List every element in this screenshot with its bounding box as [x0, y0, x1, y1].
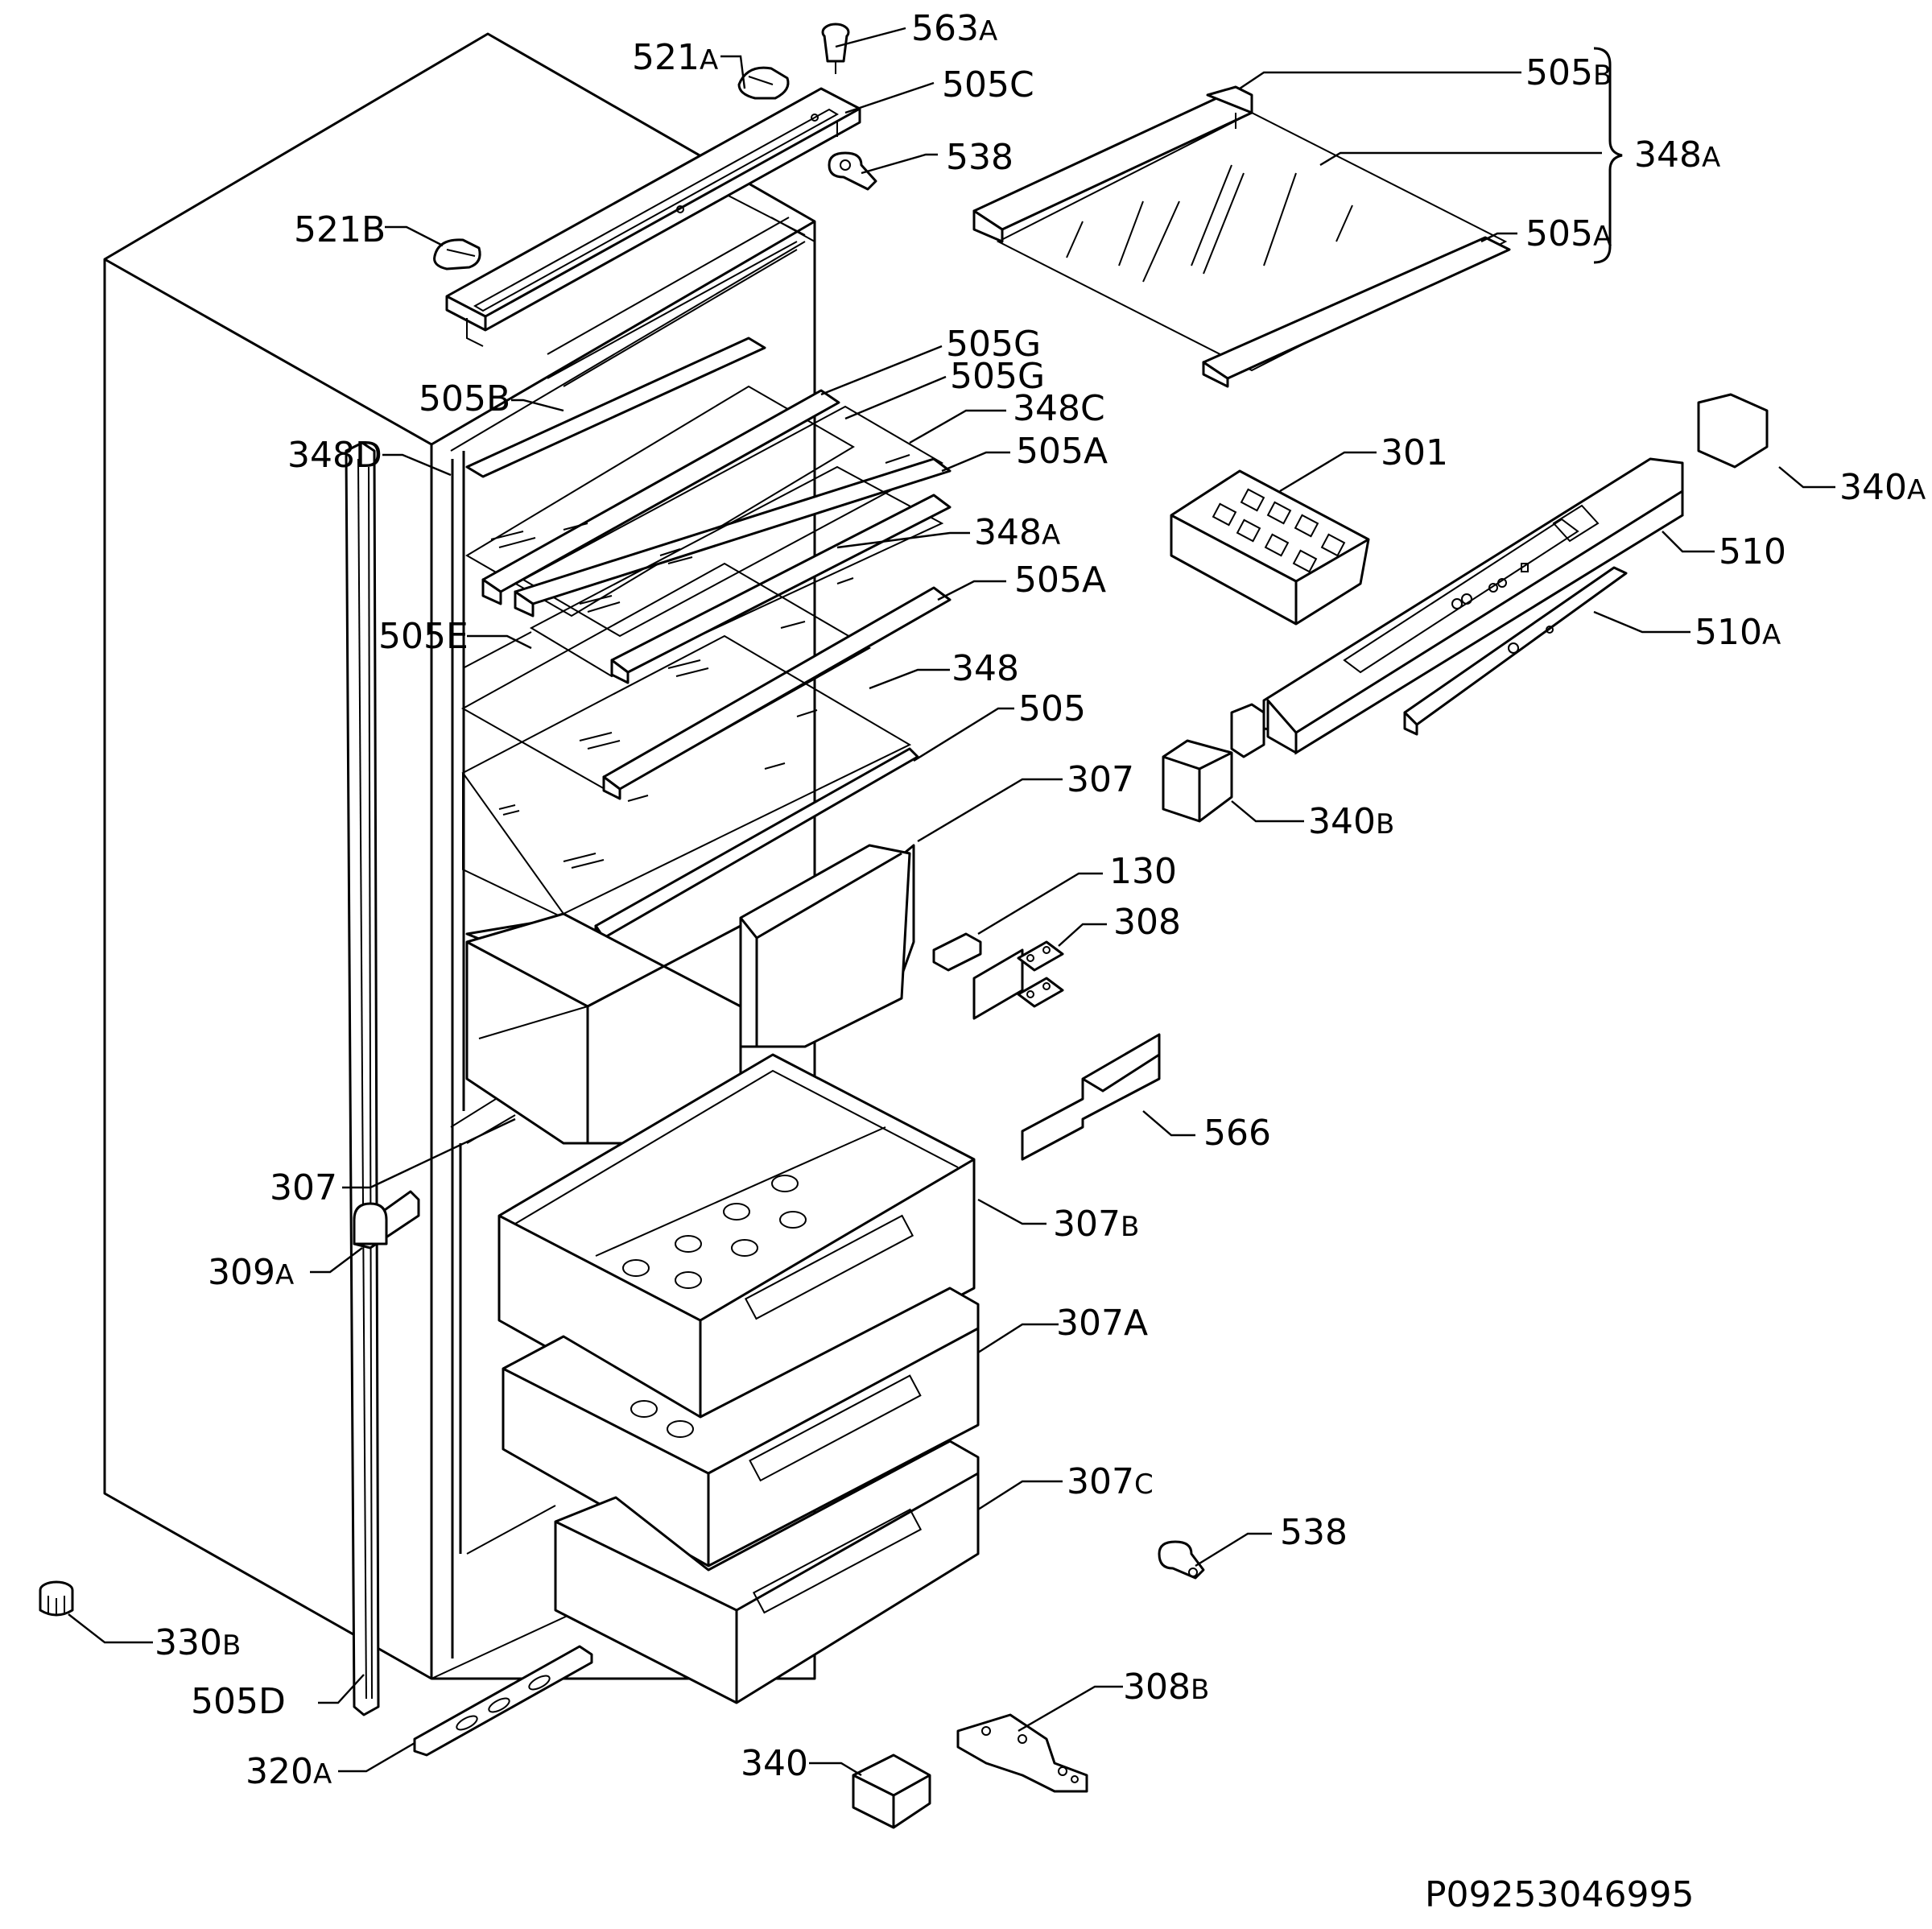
ice-tray-301	[1170, 469, 1370, 626]
label-505d: 505D	[191, 1681, 286, 1722]
label-307-top: 307	[1067, 759, 1134, 800]
freezer-drawer-307c	[554, 1440, 980, 1704]
freezer-drawer-307a	[502, 1287, 980, 1568]
label-566: 566	[1203, 1113, 1271, 1154]
label-340: 340	[741, 1743, 808, 1784]
cap-340b	[1162, 739, 1233, 823]
bracket-538-bottom	[1158, 1540, 1205, 1580]
label-505c: 505C	[942, 64, 1034, 105]
bracket-538-top	[828, 151, 877, 191]
label-348: 348	[952, 648, 1019, 689]
label-538-bottom: 538	[1280, 1512, 1348, 1553]
label-510a: 510A	[1695, 612, 1781, 653]
label-521a: 521A	[632, 37, 718, 78]
brace-348a	[1593, 47, 1623, 264]
label-538-top: 538	[946, 137, 1013, 178]
label-505a-1: 505A	[1016, 431, 1108, 472]
hinge-308	[972, 940, 1064, 1020]
glass-shelves-stack	[460, 337, 952, 948]
top-rail	[445, 87, 861, 347]
clip-521b	[433, 238, 481, 271]
label-130: 130	[1109, 851, 1177, 892]
glass-shelf-348a-detail	[972, 85, 1511, 388]
door-seal-strip	[345, 441, 380, 1716]
label-348c: 348C	[1013, 388, 1105, 429]
label-320a: 320A	[246, 1751, 332, 1792]
clip-309a	[353, 1190, 420, 1250]
label-505e: 505E	[378, 616, 469, 657]
label-505: 505	[1018, 688, 1086, 729]
clip-521a	[737, 66, 790, 100]
label-505g-1: 505G	[946, 324, 1041, 365]
label-308b: 308B	[1123, 1667, 1209, 1708]
bracket-566	[1021, 1033, 1161, 1161]
foot-330b	[39, 1580, 74, 1617]
label-505b-left: 505B	[419, 378, 510, 419]
document-number: P09253046995	[1425, 1874, 1694, 1915]
label-505b-right: 505B	[1525, 52, 1612, 93]
hinge-308b	[956, 1713, 1088, 1793]
crisper-drawers-307	[465, 844, 915, 1145]
label-348d: 348D	[287, 435, 382, 476]
label-330b: 330B	[155, 1622, 241, 1663]
label-348a-right: 348A	[1634, 134, 1720, 176]
block-340	[852, 1753, 931, 1829]
label-348a-mid: 348A	[974, 512, 1060, 553]
label-309a: 309A	[208, 1252, 294, 1293]
label-505a-right: 505A	[1525, 213, 1612, 254]
part-130	[932, 932, 982, 972]
label-308: 308	[1113, 902, 1181, 943]
label-340b: 340B	[1308, 801, 1394, 842]
rail-320a	[413, 1645, 593, 1757]
label-307b: 307B	[1053, 1204, 1139, 1245]
label-505a-2: 505A	[1014, 560, 1106, 601]
label-505g-2: 505G	[950, 356, 1045, 397]
control-panel-510	[1230, 393, 1769, 758]
part-labels: 563A 521A 505C 538 521B 505B 348A 505A 5…	[155, 8, 1926, 1792]
label-340a: 340A	[1839, 467, 1926, 508]
label-521b: 521B	[294, 209, 386, 250]
strip-510a	[1403, 566, 1628, 736]
label-307-left: 307	[270, 1167, 337, 1208]
label-307a: 307A	[1056, 1303, 1148, 1344]
label-307c: 307C	[1067, 1461, 1154, 1502]
leader-lines	[68, 27, 1835, 1777]
label-563a: 563A	[911, 8, 997, 49]
label-301: 301	[1381, 432, 1448, 473]
label-510: 510	[1719, 531, 1786, 572]
knob-563a	[821, 23, 850, 74]
